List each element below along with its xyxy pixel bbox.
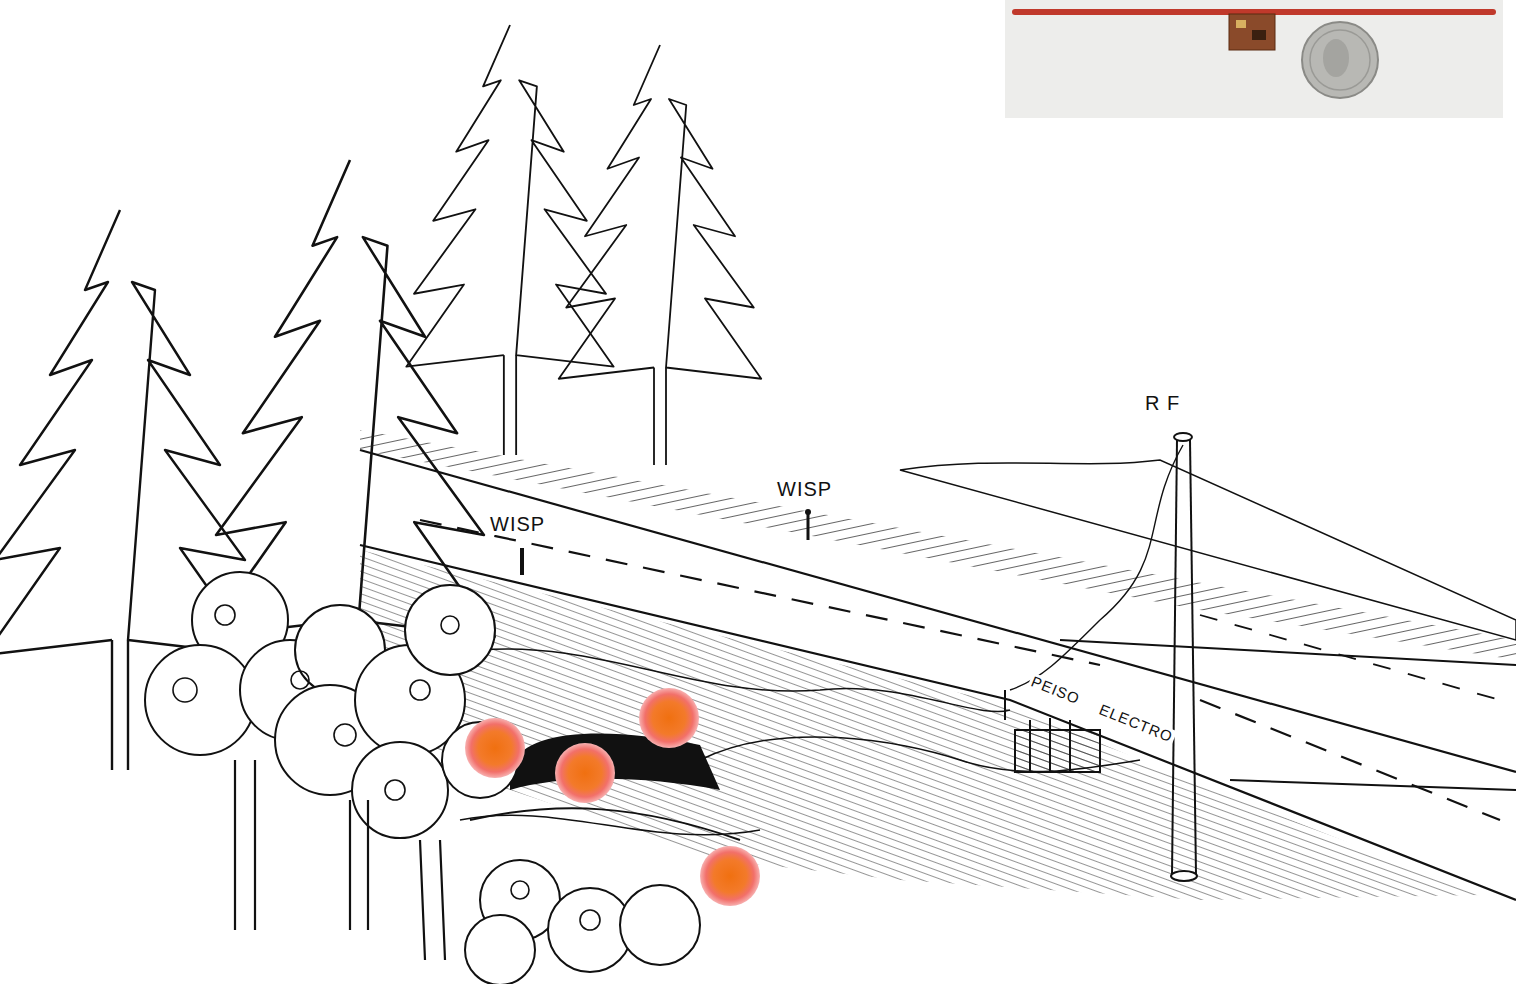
sketch-label: ELECTRO [1095,701,1177,747]
sketch-label: WISP [775,478,834,500]
sketch-label: PEISO [1027,673,1084,709]
sketch-label: WISP [488,513,547,535]
sketch-label: R F [1143,392,1182,414]
